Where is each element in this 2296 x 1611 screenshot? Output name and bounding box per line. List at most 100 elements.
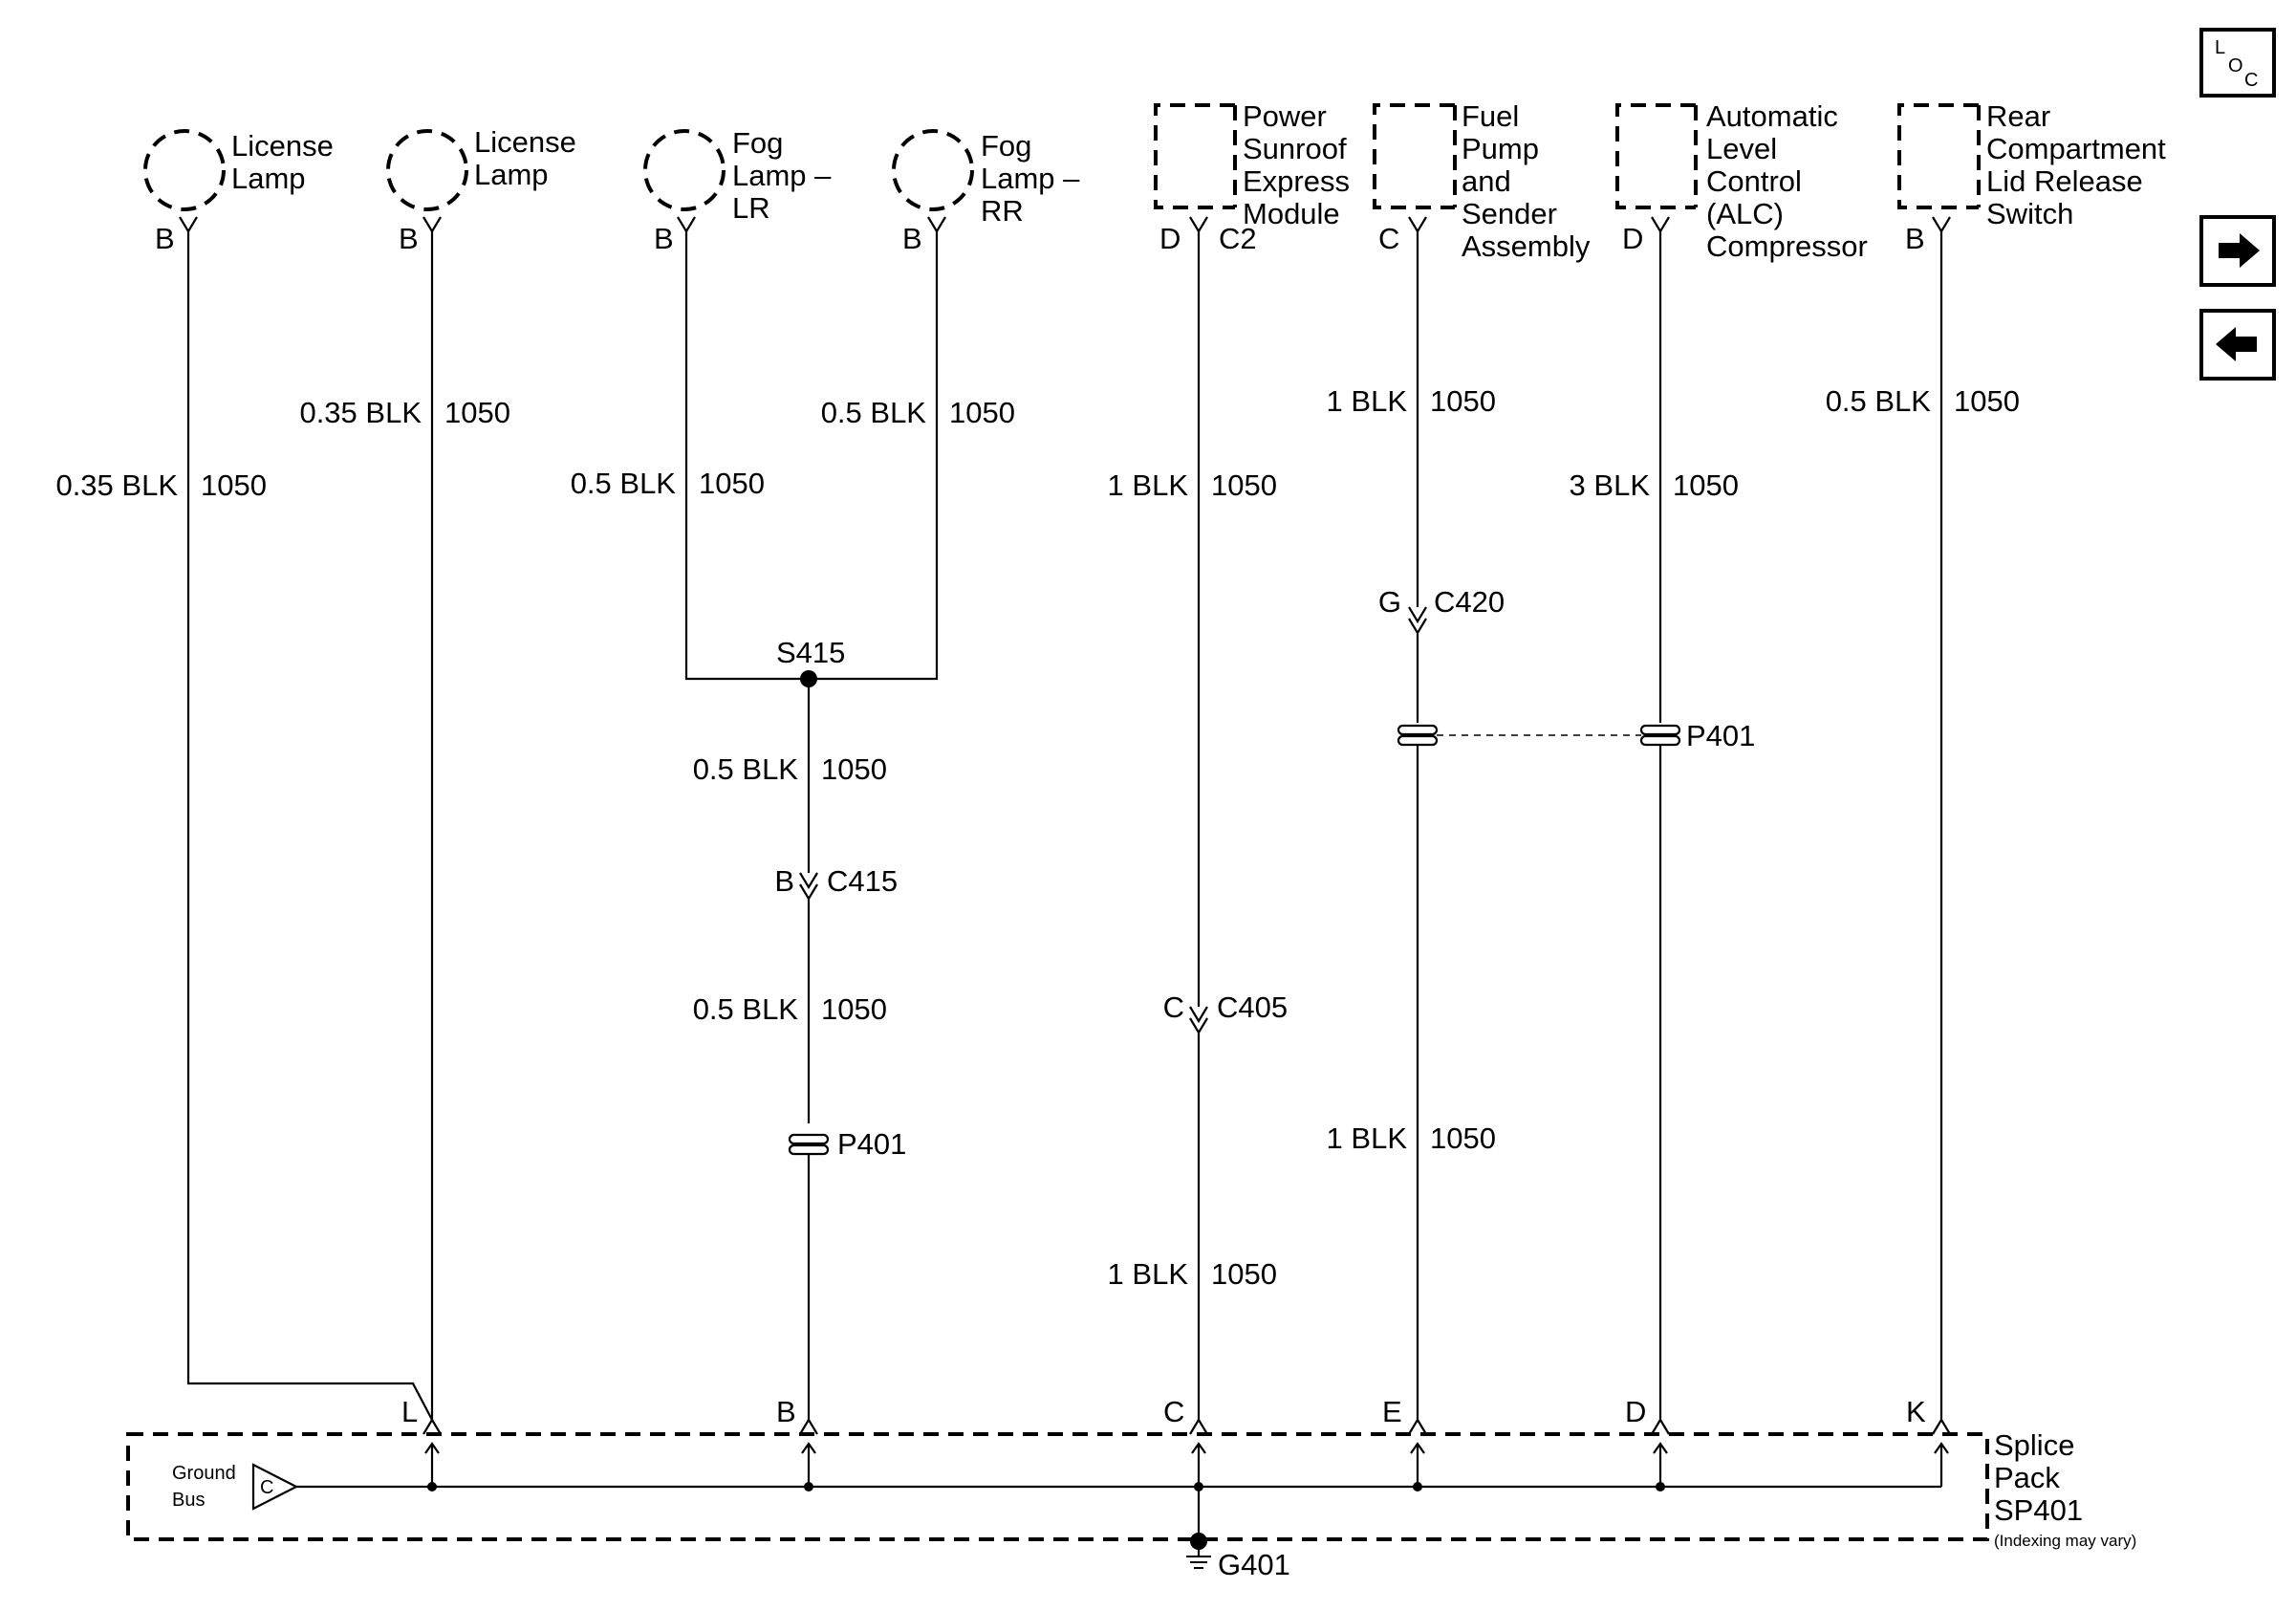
splice-s415-dot xyxy=(800,670,817,687)
svg-text:1050: 1050 xyxy=(1430,384,1496,418)
svg-text:E: E xyxy=(1382,1395,1402,1428)
lamp-icon-2 xyxy=(386,129,468,211)
svg-text:Fog: Fog xyxy=(732,126,783,160)
svg-text:Fog: Fog xyxy=(981,129,1031,163)
svg-text:L: L xyxy=(401,1395,418,1428)
svg-text:Level: Level xyxy=(1706,132,1777,165)
ground-label: G401 xyxy=(1218,1548,1290,1581)
svg-text:B: B xyxy=(776,1395,796,1428)
loc-icon[interactable]: L O C xyxy=(2199,28,2276,98)
splice-pack-pins: L B C E D K xyxy=(401,1395,1926,1428)
svg-text:Lamp: Lamp xyxy=(231,162,306,195)
svg-text:Express: Express xyxy=(1243,164,1350,198)
power-sunroof-label: Power Sunroof Express Module xyxy=(1243,99,1350,230)
license-lamp-2-label: License Lamp xyxy=(474,125,576,191)
connector-c415: B C415 xyxy=(774,864,898,902)
svg-text:Splice: Splice xyxy=(1994,1428,2074,1462)
splice-s415-label: S415 xyxy=(776,636,845,669)
svg-text:1 BLK: 1 BLK xyxy=(1327,384,1408,418)
svg-text:0.5 BLK: 0.5 BLK xyxy=(821,396,927,429)
ground-bus: Ground Bus C xyxy=(172,1463,299,1511)
fog-lamp-rr-label: Fog Lamp – RR xyxy=(981,129,1080,228)
fuel-pump-label: Fuel Pump and Sender Assembly xyxy=(1462,99,1591,263)
svg-text:Lamp –: Lamp – xyxy=(981,162,1080,195)
pin-label: C xyxy=(1378,222,1399,255)
svg-text:RR: RR xyxy=(981,194,1024,228)
svg-text:1050: 1050 xyxy=(821,992,887,1026)
svg-text:(Indexing may vary): (Indexing may vary) xyxy=(1994,1532,2136,1550)
pin-label: B xyxy=(155,222,175,255)
svg-text:1050: 1050 xyxy=(201,468,267,502)
svg-text:Fuel: Fuel xyxy=(1462,99,1519,133)
svg-text:G: G xyxy=(1378,585,1401,619)
pass-through-right: P401 xyxy=(1397,719,1755,752)
connector-c405: C C405 xyxy=(1163,991,1288,1035)
svg-text:1 BLK: 1 BLK xyxy=(1108,1257,1189,1291)
svg-text:License: License xyxy=(231,129,334,163)
svg-text:Lid Release: Lid Release xyxy=(1986,164,2143,198)
pin-label: D xyxy=(1622,222,1643,255)
svg-text:C420: C420 xyxy=(1434,585,1505,619)
svg-text:Power: Power xyxy=(1243,99,1327,133)
loc-o: O xyxy=(2228,55,2243,76)
alc-compressor-label: Automatic Level Control (ALC) Compressor xyxy=(1706,99,1868,263)
wire-labels: 0.35 BLK 1050 0.35 BLK 1050 0.5 BLK 1050… xyxy=(55,384,2020,1291)
svg-text:D: D xyxy=(1625,1395,1646,1428)
svg-text:1050: 1050 xyxy=(1430,1121,1496,1155)
module-box-1 xyxy=(1154,103,1237,209)
svg-text:1050: 1050 xyxy=(821,752,887,786)
svg-text:Sunroof: Sunroof xyxy=(1243,132,1347,165)
svg-text:0.5 BLK: 0.5 BLK xyxy=(571,467,677,500)
svg-text:K: K xyxy=(1906,1395,1926,1428)
license-lamp-1-label: License Lamp xyxy=(231,129,334,195)
svg-text:License: License xyxy=(474,125,576,159)
ground-icon: G401 xyxy=(1186,1548,1290,1581)
svg-text:Automatic: Automatic xyxy=(1706,99,1838,133)
svg-text:Compressor: Compressor xyxy=(1706,229,1868,263)
svg-text:Module: Module xyxy=(1243,197,1340,230)
svg-text:B: B xyxy=(774,864,794,898)
svg-text:1050: 1050 xyxy=(949,396,1015,429)
bus-junction-dots xyxy=(427,1482,1665,1550)
module-box-2 xyxy=(1373,103,1457,209)
svg-text:C: C xyxy=(260,1477,273,1498)
svg-text:C: C xyxy=(1163,991,1184,1024)
connector-c420: G C420 xyxy=(1378,585,1505,636)
svg-text:Lamp –: Lamp – xyxy=(732,159,832,192)
arrow-right-icon[interactable] xyxy=(2199,215,2276,287)
svg-text:Pack: Pack xyxy=(1994,1461,2060,1494)
terminal-symbols xyxy=(179,216,1951,234)
svg-text:and: and xyxy=(1462,164,1511,198)
svg-text:C405: C405 xyxy=(1217,991,1288,1024)
pass-through-fog: P401 xyxy=(788,1127,906,1161)
arrow-left-icon[interactable] xyxy=(2199,309,2276,381)
loc-l: L xyxy=(2215,37,2225,58)
svg-text:Pump: Pump xyxy=(1462,132,1539,165)
pin-label: B xyxy=(654,222,674,255)
svg-text:1 BLK: 1 BLK xyxy=(1108,468,1189,502)
pin-label: B xyxy=(1905,222,1925,255)
svg-text:1050: 1050 xyxy=(1673,468,1739,502)
svg-text:0.35 BLK: 0.35 BLK xyxy=(55,468,178,502)
svg-text:0.5 BLK: 0.5 BLK xyxy=(693,752,799,786)
svg-text:3 BLK: 3 BLK xyxy=(1570,468,1651,502)
splice-pack-sp401: Splice Pack SP401 (Indexing may vary) xyxy=(126,1428,2136,1550)
pin-label: B xyxy=(902,222,922,255)
svg-text:0.35 BLK: 0.35 BLK xyxy=(299,396,422,429)
svg-text:C415: C415 xyxy=(827,864,898,898)
svg-text:Bus: Bus xyxy=(172,1490,205,1511)
svg-text:SP401: SP401 xyxy=(1994,1493,2083,1527)
svg-text:Lamp: Lamp xyxy=(474,158,549,191)
svg-text:Control: Control xyxy=(1706,164,1802,198)
lamp-icon-1 xyxy=(143,129,226,211)
module-box-4 xyxy=(1897,103,1981,209)
svg-text:P401: P401 xyxy=(837,1127,906,1161)
svg-text:Rear: Rear xyxy=(1986,99,2050,133)
svg-text:1 BLK: 1 BLK xyxy=(1327,1121,1408,1155)
svg-text:Compartment: Compartment xyxy=(1986,132,2166,165)
svg-text:0.5 BLK: 0.5 BLK xyxy=(693,992,799,1026)
svg-text:1050: 1050 xyxy=(699,467,765,500)
splice-pack-terminals xyxy=(296,1417,1951,1557)
pin-label: D xyxy=(1159,222,1180,255)
